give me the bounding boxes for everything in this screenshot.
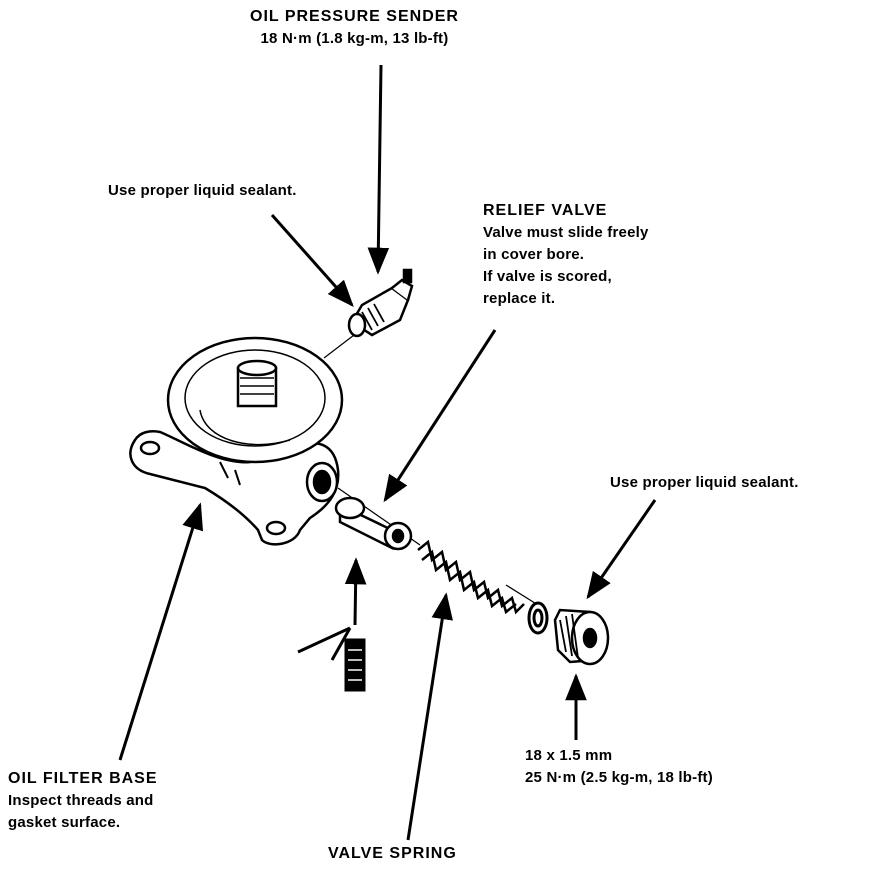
oil-filter-base-line-2: gasket surface. bbox=[8, 814, 121, 831]
plug-bolt-drawing bbox=[553, 608, 610, 666]
relief-valve-line-4: replace it. bbox=[483, 290, 556, 307]
leader-arrows bbox=[118, 64, 657, 841]
oil-pressure-sender-torque: 18 N·m (1.8 kg-m, 13 lb-ft) bbox=[260, 30, 449, 47]
valve-spring-title: VALVE SPRING bbox=[328, 845, 457, 862]
arrow-filter-base bbox=[118, 502, 204, 761]
mount-hole bbox=[265, 520, 287, 536]
oil-filter-base-drawing bbox=[129, 336, 344, 546]
sealant-note-plug: Use proper liquid sealant. bbox=[610, 474, 799, 491]
arrow-sender-sealant bbox=[270, 214, 354, 308]
sealant-note-sender: Use proper liquid sealant. bbox=[108, 182, 297, 199]
relief-valve-label: RELIEF VALVE Valve must slide freely in … bbox=[483, 200, 649, 310]
plug-size: 18 x 1.5 mm bbox=[525, 747, 613, 764]
arrow-relief-valve bbox=[383, 329, 497, 503]
relief-valve-title: RELIEF VALVE bbox=[483, 202, 608, 219]
relief-valve-line-1: Valve must slide freely bbox=[483, 224, 649, 241]
arrow-valve-spring bbox=[406, 592, 453, 841]
sealing-washer-drawing bbox=[527, 601, 549, 635]
valve-spring-drawing bbox=[417, 539, 525, 615]
oil-filter-base-label: OIL FILTER BASE Inspect threads and gask… bbox=[8, 768, 158, 834]
oil-pressure-sender-label: OIL PRESSURE SENDER 18 N·m (1.8 kg-m, 13… bbox=[250, 6, 459, 50]
mount-hole bbox=[139, 440, 161, 456]
relief-valve-line-3: If valve is scored, bbox=[483, 268, 612, 285]
arrow-oil-apply bbox=[344, 557, 367, 626]
oil-pressure-sender-title: OIL PRESSURE SENDER bbox=[250, 8, 459, 25]
arrow-plug-sealant bbox=[586, 499, 657, 600]
arrow-sender-torque bbox=[367, 64, 390, 275]
plug-spec-label: 18 x 1.5 mm 25 N·m (2.5 kg-m, 18 lb-ft) bbox=[525, 745, 713, 789]
oil-filter-base-title: OIL FILTER BASE bbox=[8, 770, 158, 787]
oil-application-symbol-icon bbox=[297, 626, 366, 692]
valve-spring-label: VALVE SPRING bbox=[328, 843, 457, 865]
oil-pressure-sender-drawing bbox=[347, 268, 414, 338]
relief-valve-drawing bbox=[334, 496, 413, 551]
plug-torque: 25 N·m (2.5 kg-m, 18 lb-ft) bbox=[525, 769, 713, 786]
relief-valve-line-2: in cover bore. bbox=[483, 246, 585, 263]
oil-filter-base-line-1: Inspect threads and bbox=[8, 792, 154, 809]
